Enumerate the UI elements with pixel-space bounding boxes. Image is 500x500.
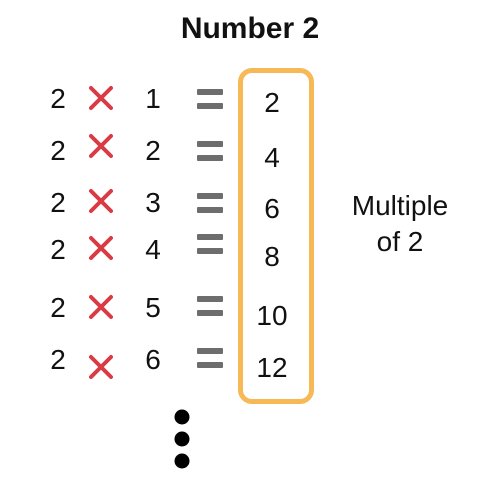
equals-icon (197, 234, 223, 254)
multiples-highlight-box (238, 68, 314, 404)
equals-icon (197, 193, 223, 213)
label-line-1: Multiple (351, 190, 449, 221)
multiplicand: 2 (50, 234, 66, 265)
product: 4 (264, 142, 280, 173)
multiply-icon (88, 235, 114, 261)
multiply-icon (88, 133, 114, 159)
label-line-2: of 2 (376, 226, 424, 258)
equals-icon (197, 89, 223, 109)
equals-icon (197, 348, 223, 368)
product: 2 (264, 87, 280, 118)
multiplicand: 2 (50, 83, 66, 114)
multiply-icon (88, 354, 114, 380)
multiply-icon (88, 188, 114, 214)
ellipsis-dot (174, 431, 190, 447)
multiplier: 4 (145, 234, 161, 265)
equals-icon (197, 141, 223, 161)
ellipsis-dot (174, 453, 190, 469)
ellipsis-dot (174, 409, 190, 425)
multiple-of-label: Multiple of 2 (330, 188, 470, 261)
product: 8 (264, 241, 280, 272)
multiplicand: 2 (50, 344, 66, 375)
multiplier: 2 (145, 135, 161, 166)
product: 12 (256, 352, 288, 383)
multiplier: 5 (145, 292, 161, 323)
multiplier: 3 (145, 187, 161, 218)
multiplicand: 2 (50, 292, 66, 323)
multiply-icon (88, 85, 114, 111)
multiplier: 1 (145, 83, 161, 114)
multiplicand: 2 (50, 135, 66, 166)
product: 10 (256, 300, 288, 331)
multiplier: 6 (145, 344, 161, 375)
multiplicand: 2 (50, 187, 66, 218)
product: 6 (264, 193, 280, 224)
page-title: Number 2 (180, 12, 320, 45)
multiply-icon (88, 294, 114, 320)
equals-icon (197, 296, 223, 316)
